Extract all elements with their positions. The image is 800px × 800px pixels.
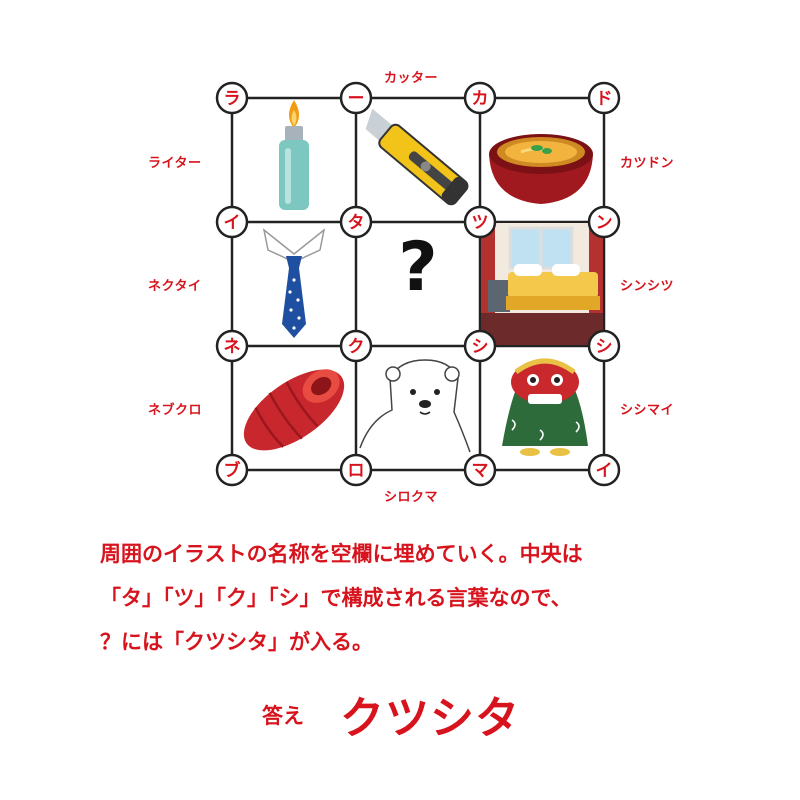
grid-node-text: ネ	[224, 337, 241, 357]
grid-node-circle	[587, 453, 621, 487]
grid-node-circle	[339, 205, 373, 239]
grid-node: ン	[587, 205, 621, 239]
question-mark: ?	[398, 228, 437, 307]
grid-node-text: ク	[348, 337, 365, 357]
grid-node: シ	[587, 329, 621, 363]
grid-node-circle	[587, 205, 621, 239]
katsudon-icon	[489, 134, 593, 204]
label-top: カッター	[384, 71, 439, 86]
grid-node: ロ	[339, 453, 373, 487]
grid-node: ー	[339, 81, 373, 115]
label-left-upper: ライター	[148, 156, 202, 171]
grid-node: タ	[339, 205, 373, 239]
grid-node-text: ン	[596, 213, 613, 233]
label-right-upper: カツドン	[620, 156, 675, 171]
grid-node-circle	[587, 81, 621, 115]
grid-node-text: ド	[596, 89, 613, 109]
grid-nodes: ラ ー カ ドイ タ ツ ンネ ク シ シブ ロ マ イ	[215, 81, 621, 487]
explanation-line-3: ？には「クツシタ」が入る。	[100, 630, 373, 654]
grid-node-circle	[463, 329, 497, 363]
label-bottom: シロクマ	[384, 490, 439, 505]
grid-node-text: イ	[596, 461, 613, 481]
grid-node-text: ー	[348, 89, 365, 109]
grid-node-text: シ	[596, 337, 613, 357]
grid-node: シ	[463, 329, 497, 363]
grid-node-circle	[339, 81, 373, 115]
grid-node-text: マ	[472, 461, 489, 481]
explanation-line-1: 周囲のイラストの名称を空欄に埋めていく。中央は	[100, 542, 583, 566]
grid-lines	[230, 96, 606, 472]
grid-node-circle	[587, 329, 621, 363]
polar-bear-icon	[359, 359, 471, 453]
grid-node-circle	[463, 205, 497, 239]
grid-node-circle	[215, 81, 249, 115]
label-right-lower: シシマイ	[620, 403, 675, 418]
label-right-middle: シンシツ	[620, 279, 675, 294]
grid-node: ク	[339, 329, 373, 363]
grid-node-text: ロ	[348, 461, 365, 481]
grid-node-text: シ	[472, 337, 489, 357]
grid-node-circle	[215, 205, 249, 239]
answer-label: 答え	[262, 704, 304, 728]
grid-node-circle	[215, 329, 249, 363]
grid-node-circle	[215, 453, 249, 487]
grid-node-circle	[339, 453, 373, 487]
grid-node: マ	[463, 453, 497, 487]
cutter-icon	[365, 108, 469, 206]
explanation-line-2: 「タ」「ツ」「ク」「シ」で構成される言葉なので、	[100, 586, 572, 610]
grid-node-circle	[339, 329, 373, 363]
shishimai-icon	[502, 358, 588, 456]
grid-node: イ	[215, 205, 249, 239]
grid-node-text: ラ	[224, 89, 241, 109]
lighter-icon	[279, 100, 309, 210]
grid-node: ラ	[215, 81, 249, 115]
label-left-middle: ネクタイ	[148, 279, 202, 294]
grid-node-circle	[463, 81, 497, 115]
grid-node-text: タ	[348, 213, 365, 233]
necktie-icon	[262, 228, 326, 338]
grid-node-text: カ	[472, 89, 489, 109]
bedroom-icon	[481, 223, 603, 345]
answer-word: クツシタ	[340, 693, 520, 744]
label-left-lower: ネブクロ	[148, 403, 203, 418]
grid-node: ネ	[215, 329, 249, 363]
grid-node: カ	[463, 81, 497, 115]
grid-node-text: ツ	[472, 213, 489, 233]
grid-node-text: ブ	[224, 460, 241, 481]
grid-node: ド	[587, 81, 621, 115]
grid-node-circle	[463, 453, 497, 487]
puzzle-grid: ?	[215, 81, 621, 487]
grid-node: ツ	[463, 205, 497, 239]
grid-node: イ	[587, 453, 621, 487]
grid-node: ブ	[215, 453, 249, 487]
grid-node-text: イ	[224, 213, 241, 233]
sleeping-bag-icon	[243, 369, 345, 451]
